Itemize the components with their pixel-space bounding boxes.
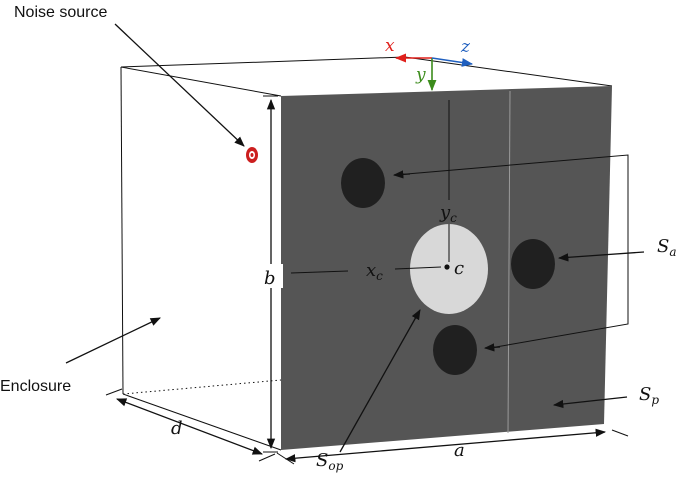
sop-label: Sop bbox=[316, 450, 344, 473]
opening bbox=[410, 224, 488, 314]
y-axis-label: y bbox=[415, 65, 426, 85]
sop-arrow bbox=[339, 309, 421, 453]
center-label: c bbox=[454, 258, 464, 279]
dimension-d-label: d bbox=[171, 418, 183, 439]
dimension-a-label: a bbox=[454, 440, 465, 461]
xc-guide-left bbox=[290, 270, 349, 274]
x-axis-label: x bbox=[385, 36, 395, 56]
panel-divider bbox=[507, 90, 511, 434]
center-point bbox=[444, 264, 450, 270]
noise-source-pointer bbox=[114, 23, 245, 147]
sa-label: Sa bbox=[657, 236, 677, 259]
z-axis-label: z bbox=[460, 37, 471, 57]
box-top-right-edge bbox=[404, 56, 613, 87]
xc-guide-right bbox=[394, 266, 442, 270]
sa-arrow-right bbox=[557, 251, 645, 262]
box-hidden-edge bbox=[122, 379, 282, 395]
enclosure-pointer bbox=[65, 317, 161, 364]
actuator-top bbox=[341, 158, 385, 208]
z-axis-arrow bbox=[431, 57, 474, 67]
dimension-d-tick-right bbox=[258, 453, 276, 462]
box-top-left-edge bbox=[120, 66, 282, 97]
sa-arrow-top bbox=[392, 170, 411, 179]
dimension-d-line bbox=[116, 398, 263, 455]
dimension-b-label: b bbox=[264, 268, 276, 289]
sa-bracket bbox=[394, 154, 629, 349]
box-top-back-edge bbox=[120, 56, 406, 68]
yc-label: yc bbox=[439, 202, 457, 225]
enclosure-label: Enclosure bbox=[0, 378, 71, 395]
dimension-a-tick-right bbox=[611, 429, 629, 437]
dimension-b-label-bg bbox=[259, 264, 283, 288]
actuator-right bbox=[511, 239, 555, 289]
dimension-a-tick-left bbox=[276, 452, 295, 465]
xc-label: xc bbox=[366, 260, 383, 283]
box-bottom-edge bbox=[122, 393, 282, 451]
sp-arrow bbox=[552, 396, 628, 409]
sa-arrow-bottom bbox=[483, 343, 501, 352]
dimension-a-line bbox=[284, 428, 607, 463]
axes-triad: x y z bbox=[385, 36, 474, 92]
actuator-bottom bbox=[433, 325, 477, 375]
noise-source-icon bbox=[246, 147, 258, 163]
noise-source-label: Noise source bbox=[14, 4, 107, 21]
sp-label: Sp bbox=[639, 384, 659, 407]
dimension-d-tick-left bbox=[105, 388, 123, 396]
box-left-edge bbox=[120, 66, 124, 395]
